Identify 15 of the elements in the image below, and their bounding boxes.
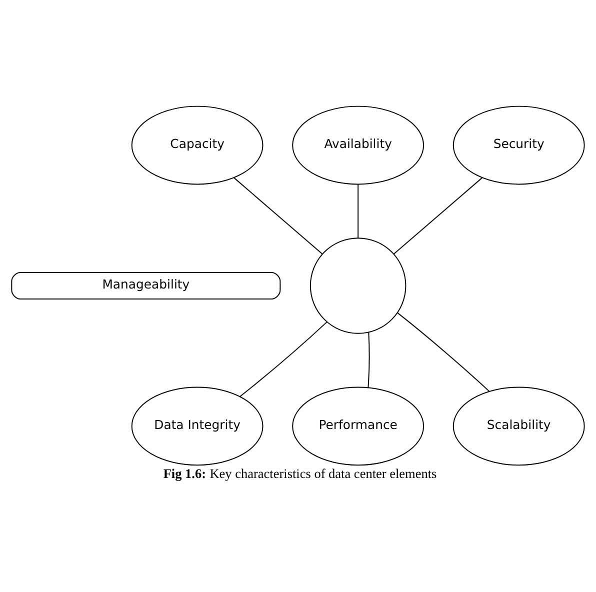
node-ellipse: Data Integrity xyxy=(131,386,264,466)
connector xyxy=(358,183,359,238)
node-ellipse: Security xyxy=(452,105,585,184)
caption: Fig 1.6: Key characteristics of data center elements xyxy=(163,466,437,481)
node-circle xyxy=(310,237,406,334)
connector xyxy=(397,312,490,392)
node-ellipse: Capacity xyxy=(131,105,264,184)
connector xyxy=(393,176,482,254)
connector xyxy=(239,320,328,397)
node-ellipse: Availability xyxy=(292,105,424,184)
node-box: Manageability xyxy=(11,271,281,299)
node-ellipse: Scalability xyxy=(452,386,585,466)
connector xyxy=(368,331,370,388)
connector xyxy=(234,176,323,254)
node-ellipse: Performance xyxy=(292,386,424,466)
